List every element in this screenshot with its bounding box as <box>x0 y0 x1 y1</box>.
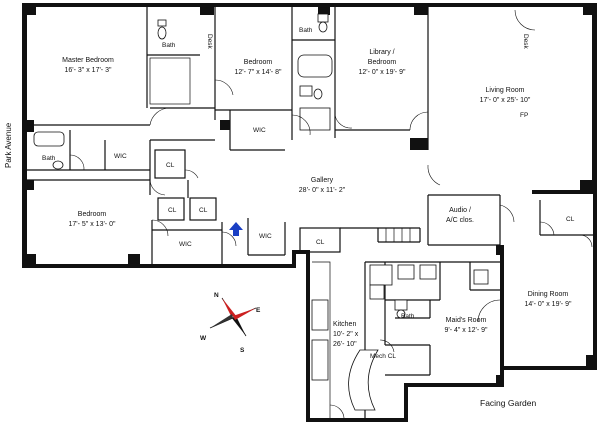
room-labels: Master Bedroom 16'- 3" x 17'- 3" Bedroom… <box>62 49 572 348</box>
garden-label: Facing Garden <box>480 398 536 408</box>
maids-room-dim: 9'- 4" x 12'- 9" <box>444 327 488 334</box>
library-dim: 12'- 0" x 19'- 9" <box>359 69 406 76</box>
bath-fixtures <box>33 13 489 418</box>
kitchen-dim-line1: 10'- 2" x <box>333 331 359 338</box>
desk-label-bedroom: Desk <box>206 34 213 50</box>
entry-arrow-icon <box>229 222 243 236</box>
small-labels: Bath Bath Bath Bath WIC WIC WIC WIC CL C… <box>42 27 575 360</box>
maids-room-name: Maid's Room <box>446 317 487 324</box>
gallery-name: Gallery <box>311 177 334 184</box>
dining-room-dim: 14'- 0" x 19'- 9" <box>525 301 572 308</box>
living-room-dim: 17'- 0" x 25'- 10" <box>480 97 531 104</box>
door-swings <box>69 9 593 419</box>
library-name-line1: Library / <box>369 49 394 56</box>
kitchen-dim-line2: 26'- 10" <box>333 341 357 348</box>
bath-3-label: Bath <box>42 155 56 162</box>
master-bath-label: Bath <box>162 42 176 49</box>
compass-needle-east <box>233 308 256 320</box>
audio-name-line1: Audio / <box>449 207 471 214</box>
maid-bath-label: Bath <box>401 313 415 320</box>
compass-needle-south <box>231 317 246 336</box>
master-bedroom-name: Master Bedroom <box>62 57 114 64</box>
cl-1: CL <box>166 162 175 169</box>
compass-n: N <box>214 292 219 299</box>
bath-2-label: Bath <box>299 27 313 34</box>
street-label: Park Avenue <box>4 122 13 168</box>
cl-5: CL <box>566 216 575 223</box>
compass-rose: N E S W <box>200 292 261 354</box>
library-name-line2: Bedroom <box>368 59 397 66</box>
compass-w: W <box>200 335 207 342</box>
wic-entry: WIC <box>259 233 272 240</box>
wall-corners <box>22 3 597 387</box>
desk-label-living: Desk <box>522 34 529 50</box>
outer-walls <box>22 3 597 422</box>
compass-needle-west <box>210 314 233 328</box>
bedroom-3-dim: 17'- 5" x 13'- 0" <box>69 221 116 228</box>
kitchen-name: Kitchen <box>333 321 356 328</box>
bedroom-3-name: Bedroom <box>78 211 107 218</box>
bedroom-2-dim: 12'- 7" x 14'- 8" <box>235 69 282 76</box>
interior-walls <box>27 7 593 418</box>
dining-room-name: Dining Room <box>528 291 569 298</box>
living-room-name: Living Room <box>486 87 525 94</box>
compass-s: S <box>240 347 245 354</box>
wic-bedroom-3: WIC <box>179 241 192 248</box>
compass-needle-north <box>222 298 237 317</box>
audio-name-line2: A/C clos. <box>446 217 474 224</box>
cl-2: CL <box>168 207 177 214</box>
wic-bedroom-2: WIC <box>253 127 266 134</box>
compass-e: E <box>256 307 261 314</box>
bedroom-2-name: Bedroom <box>244 59 273 66</box>
wic-hall: WIC <box>114 153 127 160</box>
mech-cl-label: Mech CL <box>370 353 396 360</box>
cl-3: CL <box>199 207 208 214</box>
cl-4: CL <box>316 239 325 246</box>
master-bedroom-dim: 16'- 3" x 17'- 3" <box>65 67 112 74</box>
gallery-dim: 28'- 0" x 11'- 2" <box>299 187 346 194</box>
fp-label: FP <box>520 112 528 119</box>
